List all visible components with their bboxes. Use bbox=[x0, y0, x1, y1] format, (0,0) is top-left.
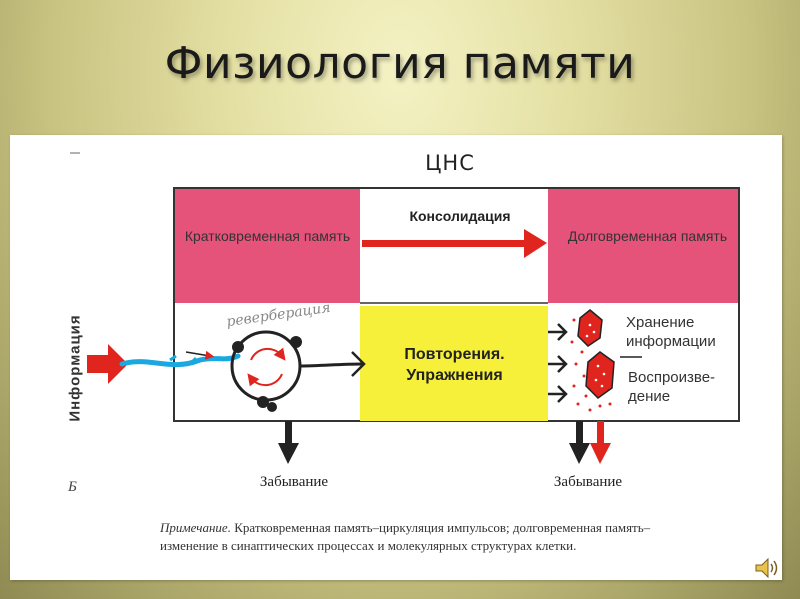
storage-label: Хранение информации bbox=[626, 314, 716, 350]
forgetting-label-right: Забывание bbox=[553, 474, 623, 490]
note-prefix: Примечание. bbox=[160, 520, 231, 535]
recall-label: Воспроизве-дение bbox=[628, 369, 716, 405]
figure-letter: Б bbox=[68, 479, 77, 495]
forgetting-label-left: Забывание bbox=[259, 474, 329, 490]
forgetting-arrow-left bbox=[278, 421, 299, 464]
speaker-icon[interactable] bbox=[753, 556, 781, 580]
nerve-fiber bbox=[119, 353, 241, 368]
consolidation-label: Консолидация bbox=[409, 208, 511, 224]
short-term-memory-label: Кратковременная память bbox=[184, 228, 351, 244]
reverberation-arrows bbox=[250, 347, 286, 361]
short-term-memory-block bbox=[175, 189, 360, 303]
consolidation-arrow bbox=[362, 229, 547, 258]
output-axon bbox=[299, 362, 363, 368]
forgetting-arrow-right-red bbox=[590, 421, 611, 464]
information-arrow bbox=[87, 344, 128, 384]
repetition-label: Повторения. Упражнения bbox=[404, 346, 505, 384]
cns-label: ЦНС bbox=[425, 151, 475, 175]
long-term-memory-label: Долговременная память bbox=[567, 228, 728, 244]
synapse-branches bbox=[548, 323, 568, 403]
molecular-structures bbox=[577, 309, 615, 399]
information-label: Информация bbox=[66, 314, 84, 422]
note-block: Примечание. Кратковременная память–цирку… bbox=[160, 519, 700, 555]
neuron-ring bbox=[230, 330, 302, 402]
impulse-arrow bbox=[185, 350, 215, 360]
slide-title: Физиология памяти bbox=[164, 38, 636, 89]
forgetting-arrow-right-dark bbox=[569, 421, 590, 464]
repetition-block bbox=[360, 306, 548, 421]
note-text: Кратковременная память–циркуляция импуль… bbox=[160, 520, 651, 553]
long-term-memory-block bbox=[548, 189, 738, 303]
